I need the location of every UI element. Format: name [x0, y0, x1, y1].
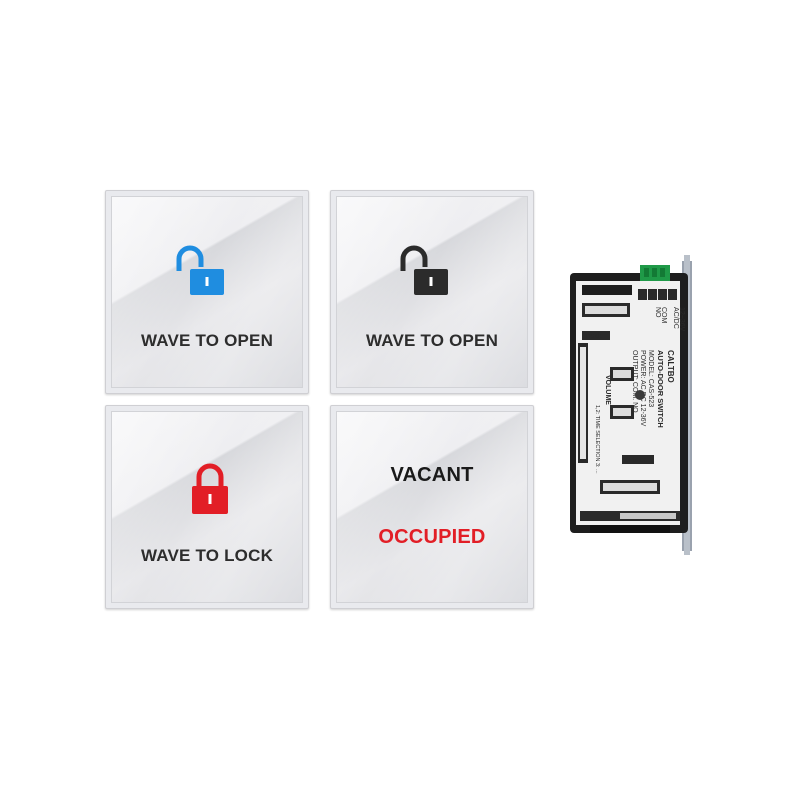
occupied-label: OCCUPIED [378, 526, 486, 548]
terminal-4: 4 [640, 293, 644, 300]
controller-illustration: 4 3 2 1 inside CALTBO AUTO-DOOR SWITCH M… [570, 255, 692, 555]
volume-knob-icon [635, 390, 645, 400]
voltage-label: 12~36V [678, 307, 685, 332]
panel-vacant-occupied: VACANT OCCUPIED [330, 405, 534, 609]
terminal-1: 1 [670, 293, 674, 300]
panel-face [111, 411, 303, 603]
unlocked-padlock-icon [176, 245, 224, 295]
inside-label: inside [585, 333, 603, 340]
power-label: POWER: AC DC 12-36V [639, 350, 646, 427]
brand-label: CALTBO [666, 350, 675, 383]
outside-label: outside [625, 457, 648, 464]
panel-label: WAVE TO OPEN [140, 331, 274, 350]
panel-label: WAVE TO OPEN [365, 331, 499, 350]
time-selection-label: 1,2: TIME SELECTION 3: ... [594, 405, 600, 474]
panel-wave-to-open-black: WAVE TO OPEN [330, 190, 534, 394]
no-label: NO [654, 307, 661, 318]
com-label: COM [660, 307, 667, 324]
unlocked-padlock-icon [400, 245, 448, 295]
locked-padlock-icon [192, 463, 228, 514]
panel-wave-to-lock: WAVE TO LOCK [105, 405, 309, 609]
panel-face [336, 411, 528, 603]
model-label: MODEL: CAS-523 [647, 350, 654, 407]
output-label: OUTPUT: COM. NO [631, 350, 638, 413]
terminal-3: 3 [650, 293, 654, 300]
title-label: AUTO-DOOR SWITCH [656, 350, 665, 428]
ac-dc-label: AC/DC [672, 307, 679, 329]
auto-door-controller-module: 4 3 2 1 inside CALTBO AUTO-DOOR SWITCH M… [560, 255, 700, 555]
panel-label: WAVE TO LOCK [140, 546, 274, 565]
panel-wave-to-open-blue: WAVE TO OPEN [105, 190, 309, 394]
terminal-2: 2 [660, 293, 664, 300]
vacant-label: VACANT [390, 464, 474, 486]
panel-face [111, 196, 303, 388]
volume-label: VOLUME [604, 375, 611, 405]
